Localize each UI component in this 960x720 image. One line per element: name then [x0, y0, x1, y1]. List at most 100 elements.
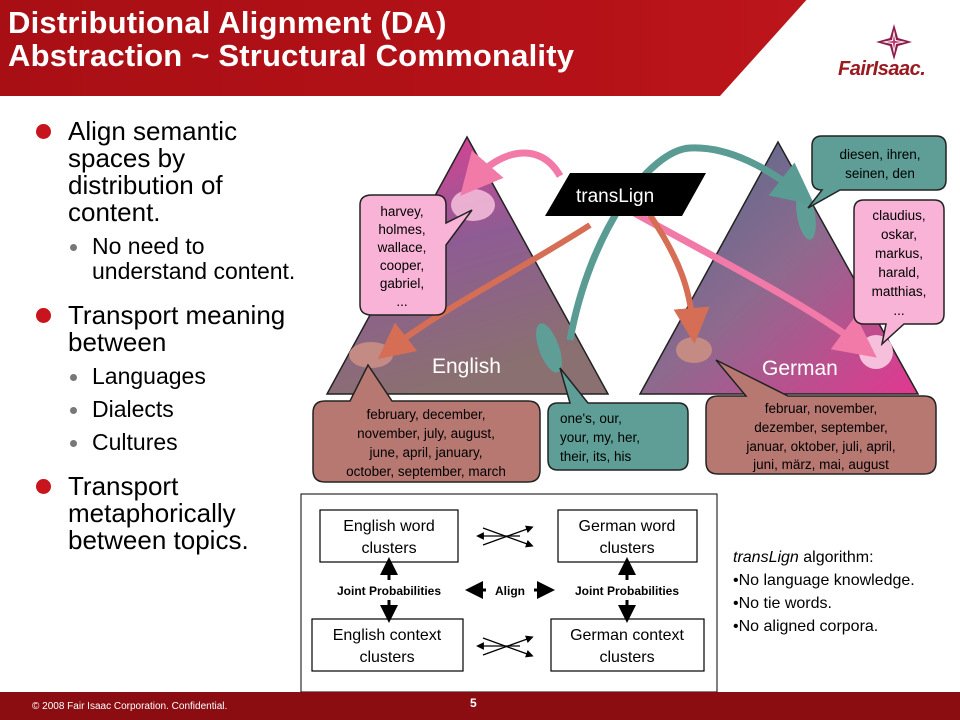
months-en-line: june, april, january, [368, 445, 482, 460]
translign-label: transLign [576, 186, 654, 207]
sub-bullet-item: Dialects [36, 397, 316, 422]
english-label: English [432, 355, 501, 378]
bubble-pron-en [547, 367, 689, 471]
bubble-pron-de-text: diesen, ihren, seinen, den [839, 147, 920, 181]
bullet-text: Transport metaphorically between topics. [68, 471, 249, 555]
pron-en-line: their, its, his [560, 449, 632, 464]
sub-bullet-text: Dialects [92, 396, 174, 422]
bubble-names-de-text: claudius, oskar, markus, harald, matthia… [872, 208, 927, 318]
flow-de-context-line1: German context [570, 627, 684, 644]
bubble-names-en [359, 194, 473, 316]
pron-en-line: one's, our, [560, 411, 622, 426]
footer-copyright: © 2008 Fair Isaac Corporation. Confident… [32, 701, 228, 712]
flow-en-word-line2: clusters [361, 540, 416, 557]
sub-bullet-item: Languages [36, 364, 316, 389]
pron-de-line: seinen, den [845, 166, 915, 181]
slide-title-line1: Distributional Alignment (DA) [8, 5, 447, 40]
sub-bullet-dot-icon [70, 440, 77, 447]
bubble-months-en [312, 363, 541, 483]
bubble-months-en-text: february, december, november, july, augu… [346, 407, 506, 479]
arrow-teal [566, 144, 815, 341]
fairisaac-logo: FairIsaac. [838, 22, 950, 84]
translign-box [545, 173, 706, 216]
names-en-line: harvey, [380, 204, 423, 219]
algorithm-title-italic: transLign [733, 549, 799, 566]
german-label: German [762, 357, 838, 380]
flow-de-word-line2: clusters [599, 540, 654, 557]
flow-en-context-line1: English context [333, 627, 442, 644]
bullet-item: Align semantic spaces by distribution of… [36, 118, 316, 226]
flow-de-word-line1: German word [579, 518, 676, 535]
months-en-line: october, september, march [346, 464, 506, 479]
flow-joint-left: Joint Probabilities [337, 584, 441, 598]
logo-text: FairIsaac. [838, 58, 926, 80]
bullet-text: Align semantic spaces by distribution of… [68, 116, 238, 227]
cluster-months-de [676, 337, 712, 363]
months-en-line: february, december, [366, 407, 485, 422]
footer-bar: © 2008 Fair Isaac Corporation. Confident… [0, 692, 960, 720]
flow-en-word-box [319, 509, 459, 563]
sub-bullet-text: Cultures [92, 429, 178, 455]
bubble-pron-en-text: one's, our, your, my, her, their, its, h… [560, 411, 640, 464]
names-de-line: harald, [878, 265, 919, 280]
algorithm-point: •No language knowledge. [733, 572, 915, 589]
arrow-brown-right [647, 213, 710, 344]
names-en-line: cooper, [380, 258, 424, 273]
bullet-item: Transport metaphorically between topics. [36, 473, 316, 554]
months-de-line: dezember, september, [754, 420, 888, 435]
flow-de-context-line2: clusters [599, 649, 654, 666]
algorithm-title: transLign algorithm: [733, 546, 915, 569]
sub-bullet-dot-icon [70, 374, 77, 381]
sub-bullet-text: Languages [92, 363, 206, 389]
bullet-list: Align semantic spaces by distribution of… [36, 118, 316, 562]
bubble-pron-de [807, 135, 947, 209]
flow-en-context-line2: clusters [359, 649, 414, 666]
algorithm-point: •No aligned corpora. [733, 618, 879, 635]
months-de-line: februar, november, [765, 401, 878, 416]
names-en-line: ... [396, 294, 407, 309]
flow-joint-right: Joint Probabilities [575, 584, 679, 598]
flow-align: Align [495, 584, 525, 598]
flow-en-word-line1: English word [343, 518, 435, 535]
algorithm-point: •No tie words. [733, 595, 832, 612]
flow-en-context-box [311, 618, 464, 672]
names-de-line: oskar, [881, 227, 917, 242]
sub-bullet-text: No need to understand content. [92, 233, 296, 284]
bullet-dot-icon [36, 308, 51, 323]
names-en-line: holmes, [378, 222, 425, 237]
slide-title-line2: Abstraction ~ Structural Commonality [8, 38, 575, 73]
page-number: 5 [470, 696, 477, 710]
months-de-line: juni, märz, mai, august [752, 457, 889, 472]
title-bar: Distributional Alignment (DA) Abstractio… [0, 0, 960, 96]
bubble-months-de-text: februar, november, dezember, september, … [745, 401, 895, 472]
algorithm-notes: transLign algorithm: •No language knowle… [733, 546, 915, 638]
arrow-brown-left [377, 222, 592, 360]
cluster-pron-en [536, 323, 562, 373]
flow-de-word-box [557, 509, 698, 563]
bubble-months-de [705, 359, 937, 475]
star-logo-icon [876, 24, 912, 60]
bullet-dot-icon [36, 124, 51, 139]
sub-bullet-dot-icon [70, 407, 77, 414]
algorithm-title-rest: algorithm: [798, 549, 874, 566]
bubble-names-en-text: harvey, holmes, wallace, cooper, gabriel… [377, 204, 427, 309]
flow-de-context-box [550, 618, 705, 672]
names-de-line: matthias, [872, 284, 927, 299]
bullet-item: Transport meaning between [36, 302, 316, 356]
names-en-line: gabriel, [380, 276, 424, 291]
cluster-names-de [859, 335, 893, 369]
cross-arrows-bottom [476, 635, 534, 658]
months-en-line: november, july, august, [357, 426, 495, 441]
names-de-line: ... [893, 303, 904, 318]
arrow-pink [460, 149, 564, 196]
names-de-line: claudius, [872, 208, 925, 223]
bullet-dot-icon [36, 479, 51, 494]
cluster-names-en [451, 189, 495, 221]
cross-arrows-top [476, 525, 534, 548]
pron-de-line: diesen, ihren, [839, 147, 920, 162]
bullet-text: Transport meaning between [68, 300, 286, 357]
names-en-line: wallace, [377, 240, 427, 255]
sub-bullet-dot-icon [70, 244, 77, 251]
bubble-names-de [853, 199, 945, 347]
